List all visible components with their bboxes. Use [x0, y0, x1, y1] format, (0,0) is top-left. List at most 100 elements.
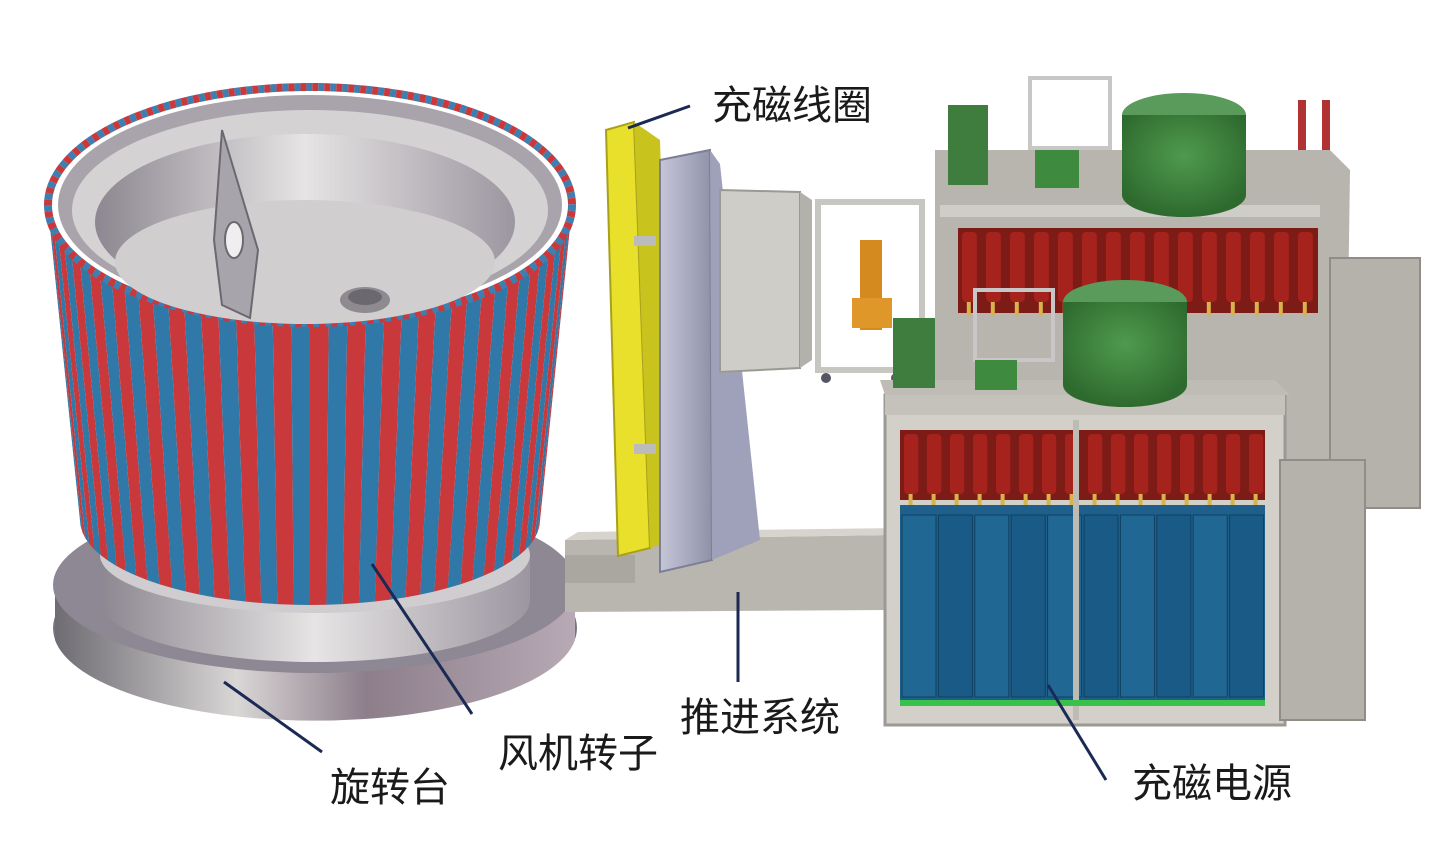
capacitor-lead: [1207, 494, 1212, 508]
magnet-stripe: [405, 308, 436, 598]
capacitor-lead: [908, 494, 913, 508]
magnet-stripe: [511, 254, 549, 561]
magnet-stripe: [534, 221, 570, 539]
label-propulsion-system: 推进系统: [680, 695, 840, 741]
capacitor: [1034, 232, 1049, 302]
magnetizing-power-supply: [880, 76, 1421, 727]
magnet-stripe: [503, 261, 540, 566]
battery-cell: [1192, 514, 1228, 698]
magnet-stripe: [71, 254, 109, 561]
capacitor-lead: [1046, 494, 1051, 508]
capacitor-lead: [1230, 302, 1235, 316]
capacitor-lead: [1038, 302, 1043, 316]
capacitor-lead: [1115, 494, 1120, 508]
capacitor-lead: [977, 494, 982, 508]
leader-line-power: [1046, 684, 1108, 781]
capacitor: [986, 232, 1001, 302]
magnet-stripe: [254, 320, 278, 605]
magnet-stripe: [138, 294, 173, 589]
capacitor: [1226, 232, 1241, 302]
capacitor-lead: [1206, 302, 1211, 316]
magnet-stripe: [291, 322, 310, 605]
capacitor: [927, 434, 942, 494]
magnet-stripe: [374, 315, 402, 602]
leader-line-coil: [627, 104, 691, 130]
magnet-stripe: [201, 312, 230, 600]
fan-rotor: [44, 83, 576, 605]
magnet-stripe: [236, 318, 262, 604]
capacitor-lead: [954, 494, 959, 508]
magnet-stripe: [358, 318, 384, 604]
magnet-stripe: [53, 230, 90, 544]
capacitor: [1058, 232, 1073, 302]
capacitor-lead: [1023, 494, 1028, 508]
capacitor-lead: [966, 302, 971, 316]
capacitor: [1134, 434, 1149, 494]
magnet-stripe: [89, 268, 126, 571]
battery-cell: [1119, 514, 1155, 698]
label-fan-rotor: 风机转子: [498, 731, 658, 777]
battery-cell: [1229, 514, 1265, 698]
battery-cell: [901, 514, 937, 698]
magnet-stripe: [80, 261, 117, 566]
capacitor: [1180, 434, 1195, 494]
battery-cell: [1083, 514, 1119, 698]
battery-cell: [1156, 514, 1192, 698]
capacitor: [1019, 434, 1034, 494]
capacitor-lead: [1302, 302, 1307, 316]
magnet-stripe: [530, 230, 567, 544]
battery-cell: [1010, 514, 1046, 698]
capacitor: [996, 434, 1011, 494]
capacitor-lead: [1253, 494, 1258, 508]
capacitor: [1203, 434, 1218, 494]
capacitor-lead: [1254, 302, 1259, 316]
capacitor: [1249, 434, 1264, 494]
capacitor-lead: [1069, 494, 1074, 508]
base-rail: [565, 528, 900, 612]
leader-lines: [223, 104, 1108, 781]
capacitor: [1178, 232, 1193, 302]
magnet-stripe: [494, 268, 531, 571]
leader-line-rotor: [370, 563, 474, 715]
magnet-stripe: [168, 304, 200, 595]
capacitor: [962, 232, 977, 302]
label-magnetizing-coil: 充磁线圈: [712, 83, 872, 129]
capacitor-lead: [1092, 494, 1097, 508]
magnet-stripe: [537, 213, 572, 533]
capacitor: [950, 434, 965, 494]
magnet-stripe: [519, 246, 556, 556]
magnet-stripe: [111, 282, 148, 581]
capacitor-lead: [1014, 302, 1019, 316]
capacitor-lead: [931, 494, 936, 508]
leader-line-turntable: [223, 680, 323, 754]
magnet-stripe: [472, 282, 509, 581]
capacitor: [1042, 434, 1057, 494]
magnet-stripes: [48, 205, 572, 605]
capacitor: [1250, 232, 1265, 302]
magnet-stripe: [64, 246, 101, 556]
capacitor-lead: [1138, 494, 1143, 508]
magnet-stripe: [124, 288, 160, 585]
magnet-stripe: [184, 308, 215, 598]
magnet-stripe: [539, 205, 572, 527]
magnet-stripe: [58, 238, 95, 550]
capacitor-lead: [1161, 494, 1166, 508]
magnet-stripe: [420, 304, 452, 595]
capacitor: [1274, 232, 1289, 302]
capacitor-lead: [1278, 302, 1283, 316]
magnet-stripe: [390, 312, 419, 600]
magnet-stripe: [272, 321, 294, 605]
battery-cells: [901, 514, 1265, 698]
capacitor-lead: [1184, 494, 1189, 508]
capacitor-lead: [1230, 494, 1235, 508]
magnet-stripe: [434, 299, 468, 592]
magnet-stripe: [525, 238, 562, 550]
magnet-stripe: [326, 321, 348, 605]
label-magnetizing-power-supply: 充磁电源: [1132, 761, 1292, 807]
battery-cell: [937, 514, 973, 698]
capacitor: [904, 434, 919, 494]
magnet-stripe: [460, 288, 496, 585]
capacitor: [1202, 232, 1217, 302]
magnet-stripe: [218, 315, 246, 602]
